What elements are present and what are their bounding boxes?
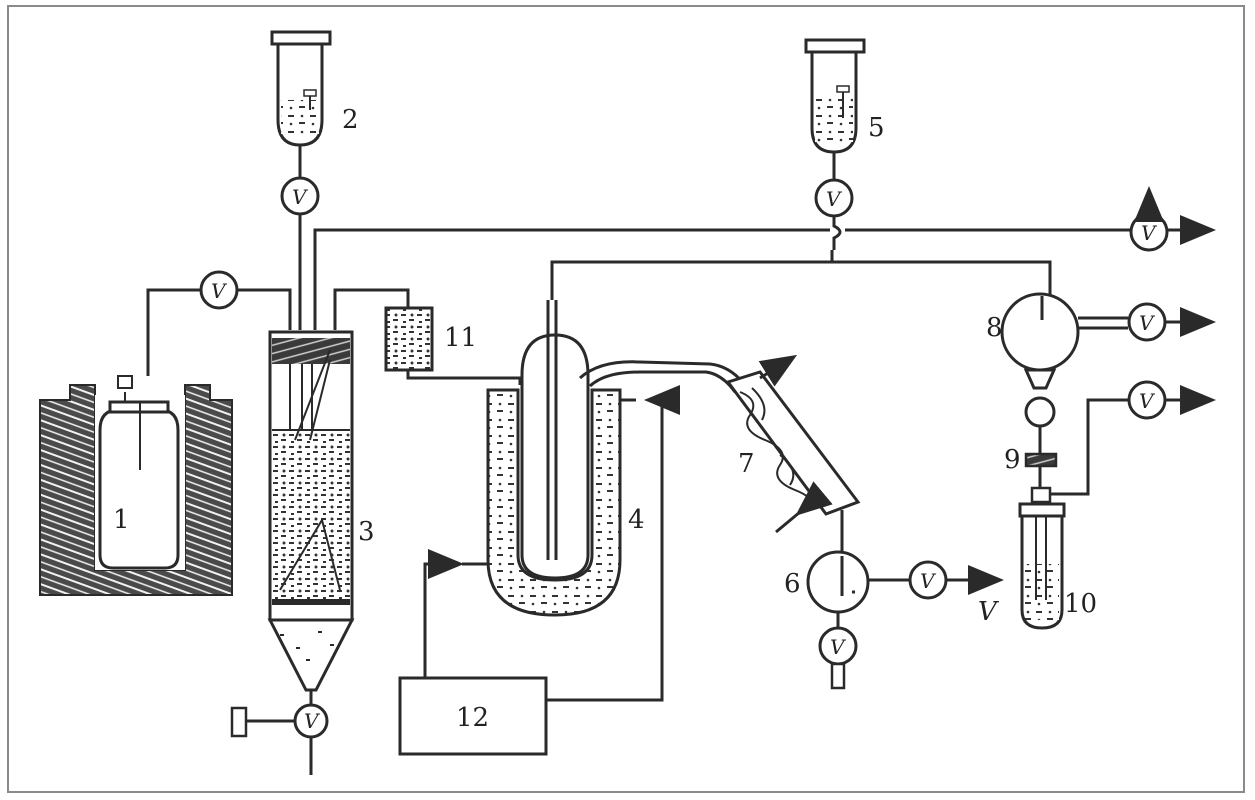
label-9: 9 xyxy=(1004,445,1021,475)
svg-text:V: V xyxy=(1139,389,1156,413)
valve-column-bottom: V xyxy=(230,703,329,739)
valve-reservoir5: V xyxy=(814,178,854,218)
reservoir-5 xyxy=(804,38,866,154)
svg-text:V: V xyxy=(830,635,847,659)
filter-11 xyxy=(384,306,434,372)
valve-vessel1-line: V xyxy=(199,270,239,310)
filter-9 xyxy=(1024,452,1058,488)
valve-top-vent: V xyxy=(1129,212,1169,252)
label-3: 3 xyxy=(358,517,375,547)
label-8: 8 xyxy=(986,313,1003,343)
receiver-6 xyxy=(806,550,870,614)
valve-reservoir2: V xyxy=(280,176,320,216)
svg-text:V: V xyxy=(826,187,843,211)
valve-collector-line: V xyxy=(1127,380,1167,420)
separator-8 xyxy=(1000,292,1080,454)
svg-text:V: V xyxy=(1141,221,1158,245)
label-10: 10 xyxy=(1064,589,1097,619)
label-4: 4 xyxy=(628,505,645,535)
svg-text:V: V xyxy=(211,279,228,303)
condenser-7 xyxy=(725,370,861,516)
diagram-border xyxy=(7,5,1245,793)
heating-jacket-with-vessel-1 xyxy=(39,375,233,596)
reservoir-2 xyxy=(270,30,332,147)
label-6: 6 xyxy=(784,569,801,599)
collector-10 xyxy=(1018,486,1066,630)
control-unit-12 xyxy=(398,676,548,756)
reaction-column-3 xyxy=(267,330,355,775)
label-1: 1 xyxy=(113,505,130,535)
valve-receiver6-outlet: V xyxy=(908,560,948,600)
valve-separator8-outlet: V xyxy=(1127,302,1167,342)
label-7: 7 xyxy=(738,449,755,479)
label-11: 11 xyxy=(444,323,477,353)
label-2: 2 xyxy=(342,105,359,135)
svg-text:V: V xyxy=(292,185,309,209)
label-12: 12 xyxy=(456,703,489,733)
outlet-label-v: V xyxy=(978,597,999,627)
svg-text:V: V xyxy=(304,709,321,733)
u-tube-reactor-4 xyxy=(462,300,636,617)
svg-text:V: V xyxy=(1139,311,1156,335)
valve-receiver6-bottom: V xyxy=(818,626,858,666)
svg-text:V: V xyxy=(920,569,937,593)
label-5: 5 xyxy=(868,113,885,143)
